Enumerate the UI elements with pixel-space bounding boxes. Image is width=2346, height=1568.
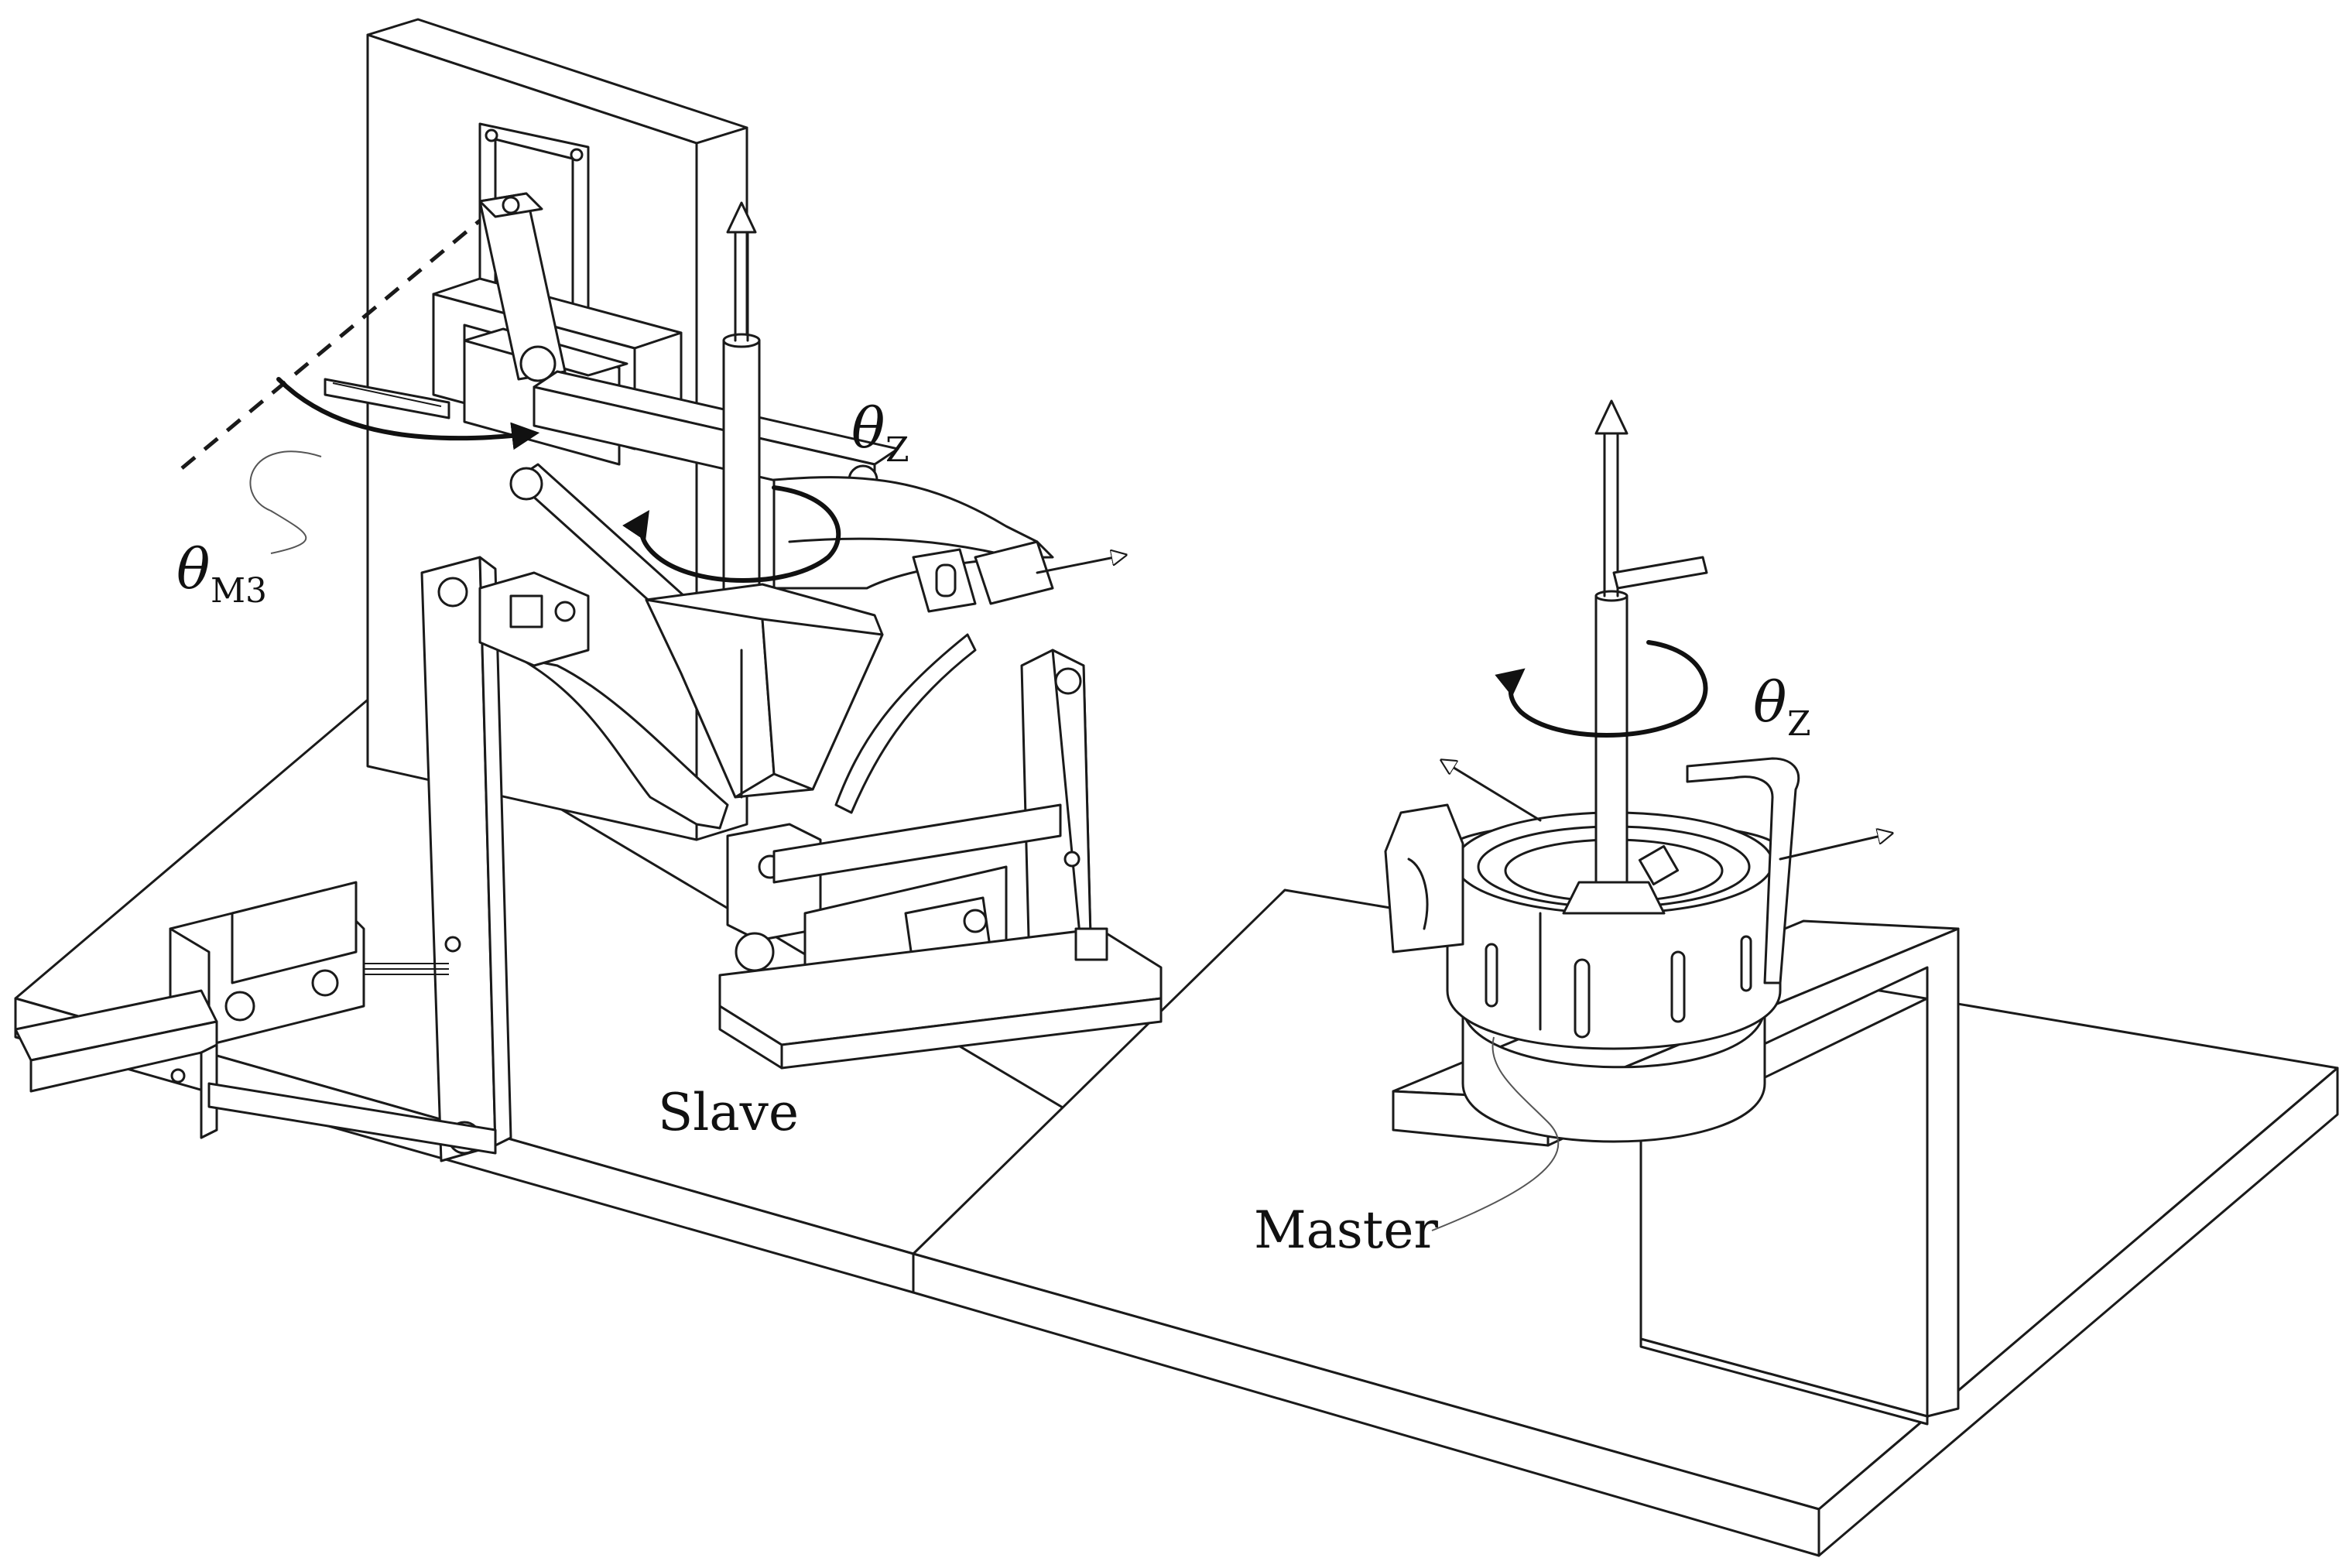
slave-left-column [420, 556, 590, 1162]
master-side-block [1384, 803, 1464, 953]
slave-funnel-base [645, 583, 884, 799]
master-z-axis-shaft [1562, 399, 1708, 915]
slave-robot [14, 122, 1163, 1162]
m3-rotation-axis [180, 219, 481, 470]
label-theta-z-master: θ Z [1753, 669, 1811, 744]
base-plate-master [912, 888, 2339, 1557]
theta-z-master-symbol: θ [1753, 669, 1786, 734]
label-theta-z-slave: θ Z [851, 395, 909, 470]
slave-arch [517, 633, 977, 830]
m3-rotation-arrow [276, 377, 540, 450]
master-leader [1431, 1036, 1560, 1231]
master-device [1384, 399, 1960, 1426]
master-y-axis-arrow [1451, 766, 1542, 822]
slave-label: Slave [658, 1083, 799, 1142]
theta-z-slave-subscript: Z [885, 430, 909, 470]
theta-z-master-subscript: Z [1787, 704, 1811, 744]
gripper-finger [324, 378, 450, 419]
theta-m3-leader [249, 450, 322, 554]
theta-m3-symbol: θ [176, 536, 210, 601]
slave-z-rotation-arrow [622, 485, 841, 583]
label-theta-m3: θ M3 [176, 536, 267, 611]
slave-elbow-assembly [718, 649, 1163, 1070]
theta-m3-subscript: M3 [211, 571, 267, 611]
master-side-handle [1686, 757, 1800, 984]
master-z-rotation-arrow [1495, 640, 1708, 738]
slave-side-bracket [912, 540, 1115, 613]
slave-gripper-assembly [14, 881, 497, 1155]
theta-z-slave-symbol: θ [851, 395, 885, 460]
wrist-link [478, 192, 567, 382]
master-label: Master [1254, 1200, 1438, 1260]
master-x-axis-arrow [1779, 836, 1881, 861]
